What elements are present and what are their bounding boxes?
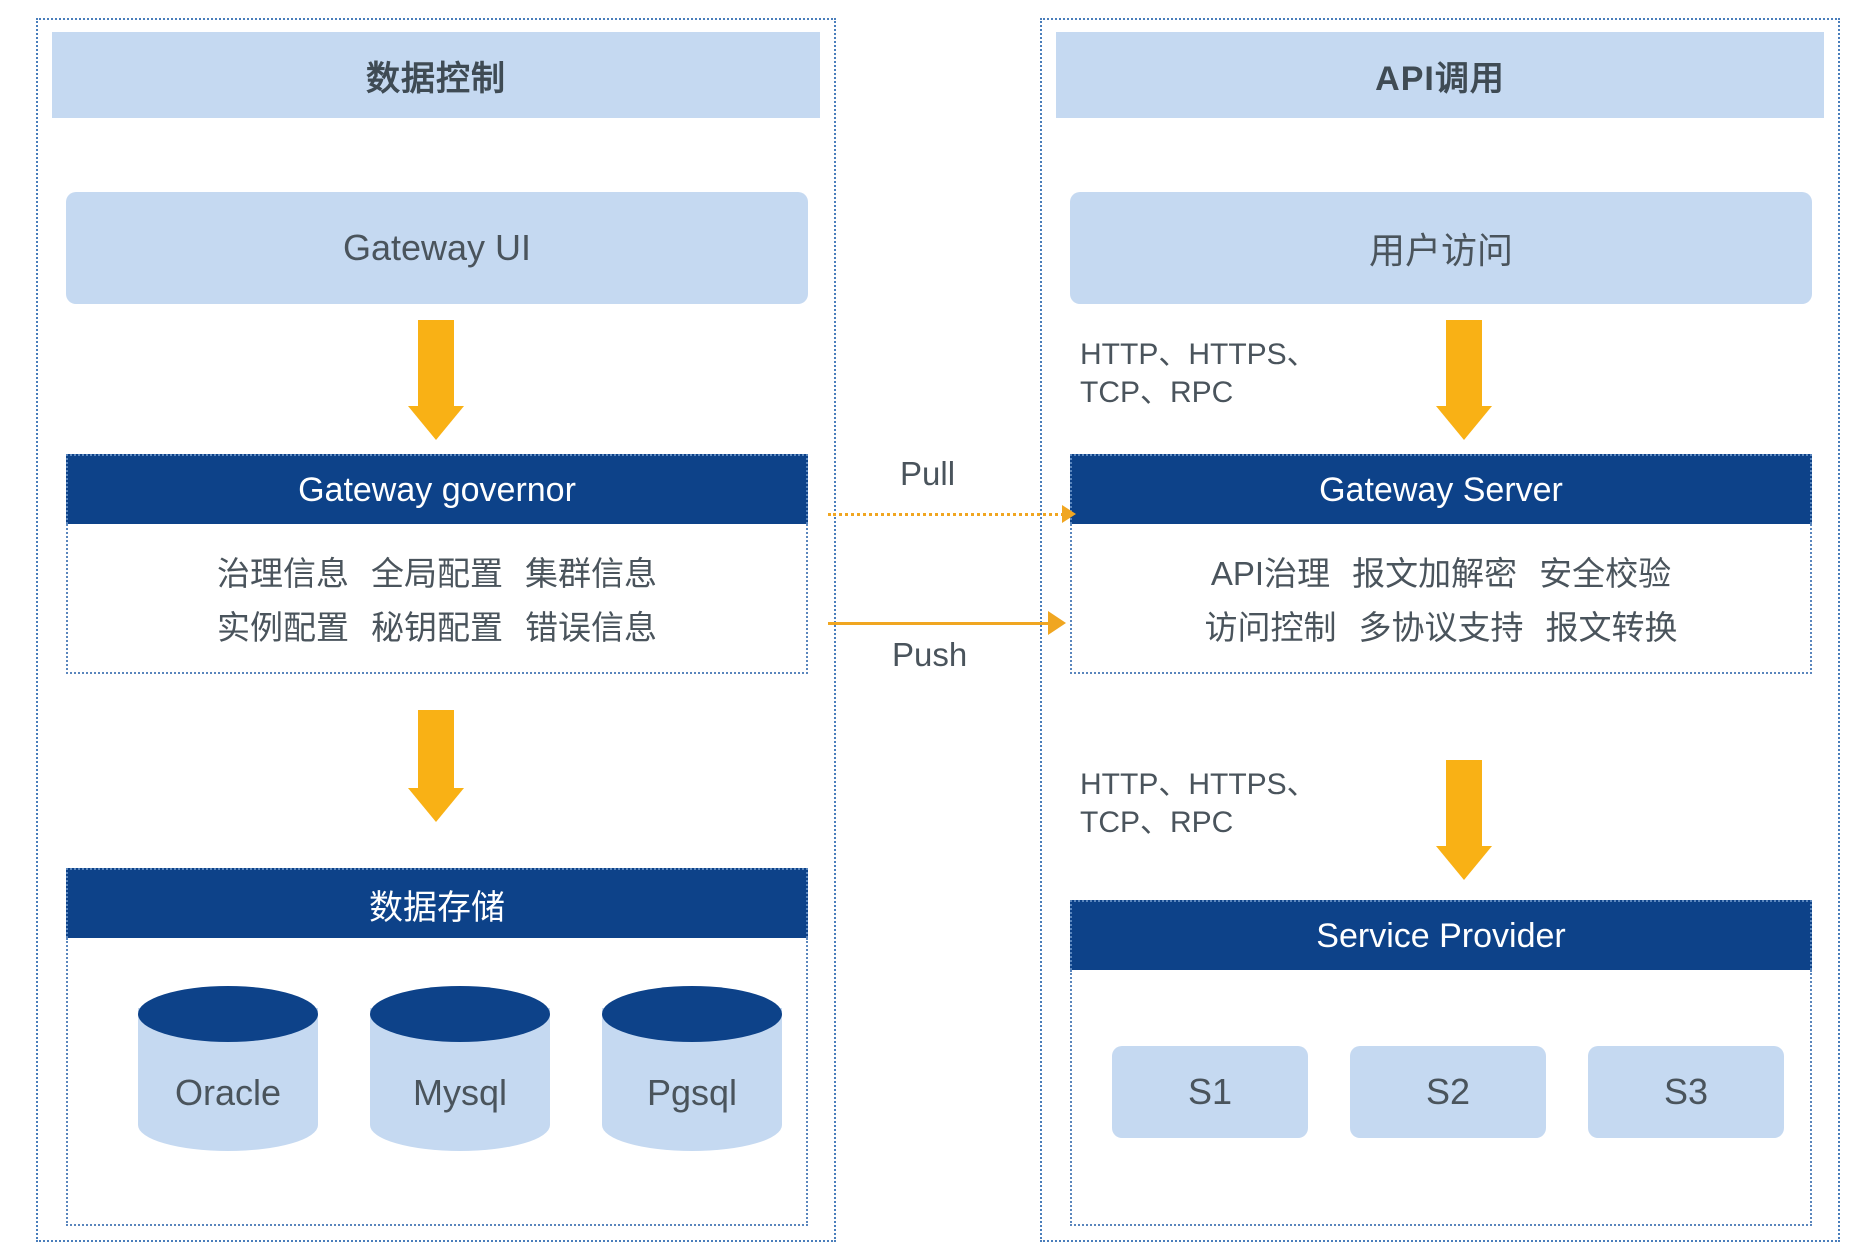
server-feature-row: 访问控制 多协议支持 报文转换 [1205,601,1678,649]
database-label: Pgsql [646,1072,738,1113]
protocol-caption-top: HTTP、HTTPS、 TCP、RPC [1080,338,1317,410]
service-box-s2[interactable]: S2 [1350,1046,1546,1138]
cylinder-top-ellipse [138,986,318,1042]
server-feature: 访问控制 [1204,609,1337,646]
arrow-gateway-server-to-service-provider [1436,760,1492,880]
gateway-governor-title: Gateway governor [66,454,808,524]
server-feature-row: API治理 报文加解密 安全校验 [1211,547,1671,595]
governor-feature: 集群信息 [525,555,657,592]
database-label: Mysql [412,1072,507,1113]
pull-connector-line [828,513,1064,516]
gateway-ui-box[interactable]: Gateway UI [66,192,808,304]
governor-feature: 治理信息 [217,555,349,592]
gateway-server-body: API治理 报文加解密 安全校验 访问控制 多协议支持 报文转换 [1070,524,1812,674]
governor-feature-row: 治理信息 全局配置 集群信息 [217,547,657,595]
database-cylinder-oracle[interactable]: Oracle [138,986,318,1151]
arrow-ui-to-governor [408,320,464,440]
panel-right-header: API调用 [1056,32,1824,118]
governor-feature-row: 实例配置 秘钥配置 错误信息 [217,601,657,649]
governor-feature: 全局配置 [371,555,503,592]
cylinder-top-ellipse [602,986,782,1042]
service-provider-box: Service Provider S1 S2 S3 [1070,900,1812,1226]
server-feature: 多协议支持 [1358,609,1524,646]
server-feature: 报文转换 [1545,609,1678,646]
service-provider-title: Service Provider [1070,900,1812,970]
data-storage-title: 数据存储 [66,868,808,938]
data-storage-box: 数据存储 Oracle Mysql Pgsql [66,868,808,1226]
gateway-server-box: Gateway Server API治理 报文加解密 安全校验 访问控制 多协议… [1070,454,1812,674]
cylinder-top-ellipse [370,986,550,1042]
pull-label: Pull [900,455,956,492]
push-connector-line [828,622,1050,625]
server-feature: 报文加解密 [1352,555,1518,592]
gateway-governor-body: 治理信息 全局配置 集群信息 实例配置 秘钥配置 错误信息 [66,524,808,674]
governor-feature: 秘钥配置 [371,609,503,646]
server-feature: 安全校验 [1539,555,1672,592]
user-access-box[interactable]: 用户访问 [1070,192,1812,304]
database-label: Oracle [174,1072,282,1113]
push-label: Push [892,636,968,673]
panel-api-call: API调用 用户访问 Gateway Server API治理 报文加解密 安全… [1040,18,1840,1242]
database-cylinder-pgsql[interactable]: Pgsql [602,986,782,1151]
data-storage-body: Oracle Mysql Pgsql [66,938,808,1226]
gateway-governor-box: Gateway governor 治理信息 全局配置 集群信息 实例配置 秘钥配… [66,454,808,674]
pull-arrowhead [1062,505,1076,523]
gateway-server-title: Gateway Server [1070,454,1812,524]
protocol-caption-bottom: HTTP、HTTPS、 TCP、RPC [1080,768,1317,840]
panel-data-control: 数据控制 Gateway UI Gateway governor 治理信息 全局… [36,18,836,1242]
panel-left-header: 数据控制 [52,32,820,118]
service-box-s1[interactable]: S1 [1112,1046,1308,1138]
service-box-s3[interactable]: S3 [1588,1046,1784,1138]
arrow-user-to-gateway-server [1436,320,1492,440]
governor-feature: 错误信息 [525,609,657,646]
database-cylinder-mysql[interactable]: Mysql [370,986,550,1151]
arrow-governor-to-storage [408,710,464,822]
service-provider-body: S1 S2 S3 [1070,970,1812,1226]
server-feature: API治理 [1210,555,1331,592]
push-arrowhead [1048,611,1066,635]
governor-feature: 实例配置 [217,609,349,646]
